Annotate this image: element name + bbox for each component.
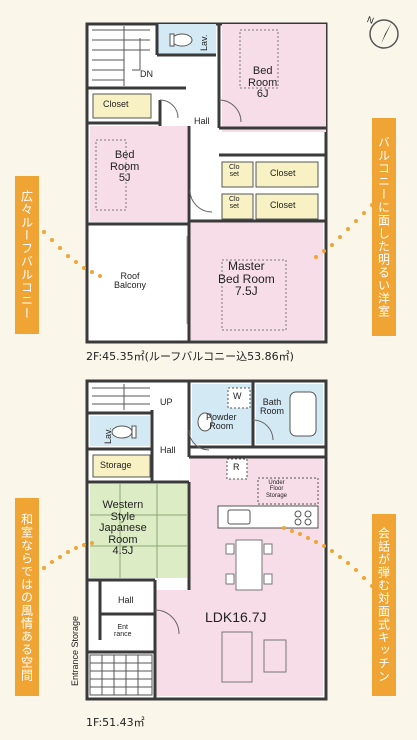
- closet-2f-small-a-label: Clo set: [229, 164, 240, 179]
- door-swings-2f: [159, 99, 242, 213]
- kitchen-counter: [217, 505, 319, 529]
- floor-1f-caption: 1F:51.43㎡: [86, 716, 145, 729]
- closet-2f-b-box: [255, 161, 319, 188]
- callout-japanese-room: 和室ならではの風情ある空間: [15, 498, 39, 696]
- washer-label: W: [233, 391, 242, 401]
- callout-face-to-face-kitchen: 会話が弾む対面式キッチン: [372, 514, 396, 696]
- room-bath-label: Bath Room: [260, 397, 285, 417]
- closet-2f-small-a-box: [221, 161, 254, 188]
- callout-dots: [42, 203, 374, 588]
- room-ldk-label: LDK16.7J: [205, 609, 267, 625]
- walls-1f: [87, 381, 326, 699]
- fridge-box: [226, 458, 248, 480]
- room-master-bed-label: Master Bed Room 7.5J: [218, 259, 275, 299]
- bathtub-icon: [289, 391, 317, 437]
- sink-icon: [197, 412, 213, 432]
- stairs-up-label: UP: [160, 397, 173, 407]
- room-powder-label: Powder Room: [206, 412, 237, 432]
- room-western-japanese: [90, 484, 187, 578]
- room-roof-balcony-label: Roof Balcony: [114, 271, 147, 291]
- room-bed-6j-label: Bed Room 6J: [248, 65, 278, 101]
- walls-2f: [87, 24, 326, 342]
- floor-2f: [85, 22, 328, 344]
- stairs-dn-label: DN: [140, 69, 153, 79]
- storage-1f-box: [92, 454, 151, 478]
- dining-set: [225, 539, 273, 591]
- tatami-lines: [90, 484, 187, 578]
- room-western-japanese-label: Western Style Japanese Room 4.5J: [99, 499, 147, 558]
- closet-2f-small-b-box: [221, 193, 254, 220]
- callout-bright-western-room: バルコニーに面した明るい洋室: [372, 118, 396, 336]
- compass-north-icon: [369, 19, 399, 49]
- hall-1f-top-label: Hall: [160, 445, 176, 455]
- room-master-bed: [190, 222, 323, 340]
- fridge-label: R: [233, 462, 240, 472]
- stairs-1f: [92, 384, 150, 410]
- stairs-2f: [92, 26, 150, 86]
- lav-2f-label: Lav.: [199, 34, 209, 51]
- under-floor-storage-label: Under Floor Storage: [266, 480, 288, 499]
- lav-1f-label: Lav.: [103, 427, 113, 444]
- room-bed-5j-label: Bed Room 5J: [110, 149, 140, 185]
- under-floor-storage-box: [257, 477, 319, 505]
- toilet-1f-icon: [111, 425, 137, 439]
- storage-1f-label: Storage: [100, 460, 132, 470]
- entrance-label: Ent rance: [114, 624, 132, 639]
- bed-5j-furniture: [95, 139, 127, 211]
- closet-2f-a-label: Closet: [103, 99, 129, 109]
- closet-2f-b-label: Closet: [270, 168, 296, 178]
- closet-2f-a-box: [92, 93, 152, 119]
- toilet-2f-icon: [169, 33, 193, 47]
- room-bed-5j: [90, 126, 187, 222]
- floor-2f-caption: 2F:45.35㎡(ルーフバルコニー込53.86㎡): [86, 350, 294, 363]
- hall-2f-label: Hall: [194, 116, 210, 126]
- closet-2f-c-box: [255, 193, 319, 220]
- entrance-floor: [89, 654, 153, 696]
- floor-1f: [85, 379, 328, 701]
- hall-1f-bottom-label: Hall: [118, 595, 134, 605]
- entrance-storage-label: Entrance Storage: [70, 615, 80, 686]
- door-swings-1f: [154, 419, 274, 635]
- callout-roof-balcony: 広々ルーフバルコニー: [15, 176, 39, 334]
- closet-2f-small-b-label: Clo set: [229, 196, 240, 211]
- washer-box: [227, 387, 251, 409]
- master-bed-furniture: [221, 259, 287, 331]
- living-set: [221, 631, 287, 683]
- closet-2f-c-label: Closet: [270, 200, 296, 210]
